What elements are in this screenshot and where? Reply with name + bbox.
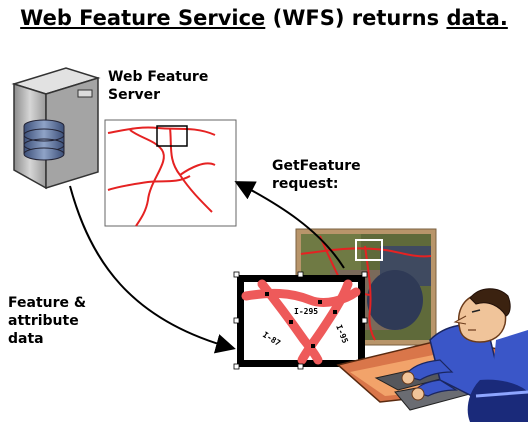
request-label-line-1: GetFeature: [272, 158, 361, 174]
data-label-line-2: attribute: [8, 313, 79, 329]
request-label-line-2: request:: [272, 176, 339, 192]
data-label-line-3: data: [8, 331, 44, 347]
server-icon: [11, 67, 101, 190]
data-label-line-1: Feature &: [8, 295, 87, 311]
person-at-desk-illustration: [336, 288, 528, 422]
road-label-i295: I-295: [294, 307, 318, 316]
server-map: [104, 119, 237, 227]
feature-data-map: I-295 I-95 I-87: [233, 271, 368, 370]
getfeature-request-arrow: [234, 181, 345, 269]
server-label-line-1: Web Feature: [108, 69, 209, 85]
getfeature-request-label: GetFeature request:: [272, 157, 361, 193]
title-part-1: Web Feature Service: [20, 6, 266, 30]
feature-attribute-data-label: Feature & attribute data: [8, 294, 86, 348]
server-label-line-2: Server: [108, 87, 161, 103]
page-title: Web Feature Service (WFS) returns data.: [0, 6, 528, 30]
feature-data-arrow: [69, 185, 236, 354]
server-label: Web Feature Server: [108, 68, 208, 104]
title-part-2: (WFS) returns: [265, 6, 447, 30]
title-part-3: data.: [446, 6, 508, 30]
